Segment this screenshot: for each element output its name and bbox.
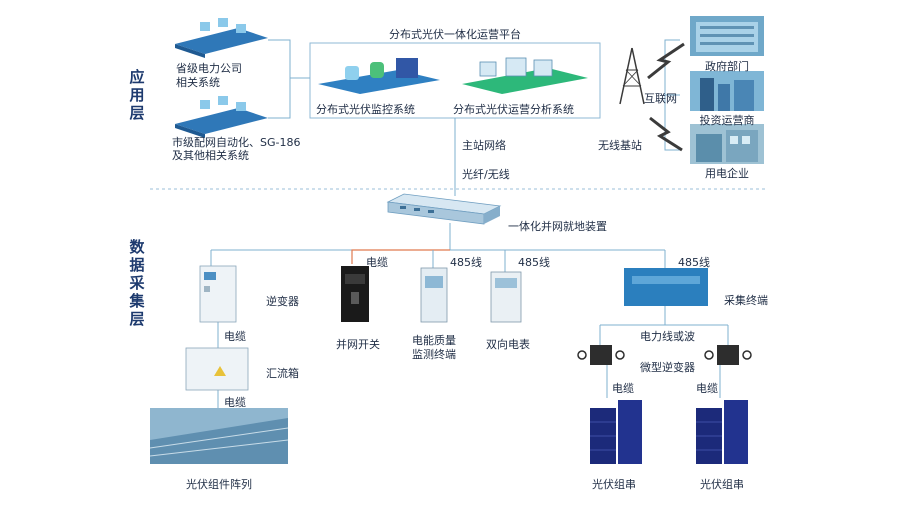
pv-string-label-1: 光伏组串 [592,478,636,491]
combiner-label: 汇流箱 [266,367,299,380]
rs485-label-2: 485线 [518,256,550,269]
pv-string-label-2: 光伏组串 [700,478,744,491]
cable-label-top: 电缆 [366,256,388,269]
pv-array-label: 光伏组件阵列 [186,478,252,491]
grid-switch-label: 并网开关 [336,338,380,351]
quality-terminal-label: 电能质量 监测终端 [412,334,456,361]
cable-label-inverter: 电缆 [224,330,246,343]
micro-inverter-label: 微型逆变器 [640,361,695,374]
rs485-label-1: 485线 [450,256,482,269]
cable-label-string-1: 电缆 [612,382,634,395]
cable-label-string-2: 电缆 [696,382,718,395]
layer-label-data-collection: 数据采集层 [129,238,145,328]
government-label: 政府部门 [705,60,749,73]
internet-label: 互联网 [644,92,677,105]
monitor-system-label: 分布式光伏监控系统 [316,103,415,116]
analysis-system-label: 分布式光伏运营分析系统 [453,103,574,116]
gateway-label: 一体化并网就地装置 [508,220,607,233]
investor-label: 投资运营商 [699,114,755,127]
main-network-label: 主站网络 [462,139,506,152]
bidirectional-meter-label: 双向电表 [486,338,530,351]
collector-label: 采集终端 [724,294,768,307]
platform-title: 分布式光伏一体化运营平台 [389,28,521,41]
cable-label-combiner: 电缆 [224,396,246,409]
base-station-label: 无线基站 [598,139,642,152]
fiber-wireless-label: 光纤/无线 [462,168,510,181]
power-line-label: 电力线或波 [640,330,695,343]
provincial-system-label: 省级电力公司 相关系统 [176,62,242,89]
layer-label-application: 应用层 [129,68,145,122]
rs485-label-3: 485线 [678,256,710,269]
power-user-label: 用电企业 [705,167,749,180]
municipal-system-label: 市级配网自动化、SG-186 及其他相关系统 [172,136,301,162]
inverter-label: 逆变器 [266,295,299,308]
